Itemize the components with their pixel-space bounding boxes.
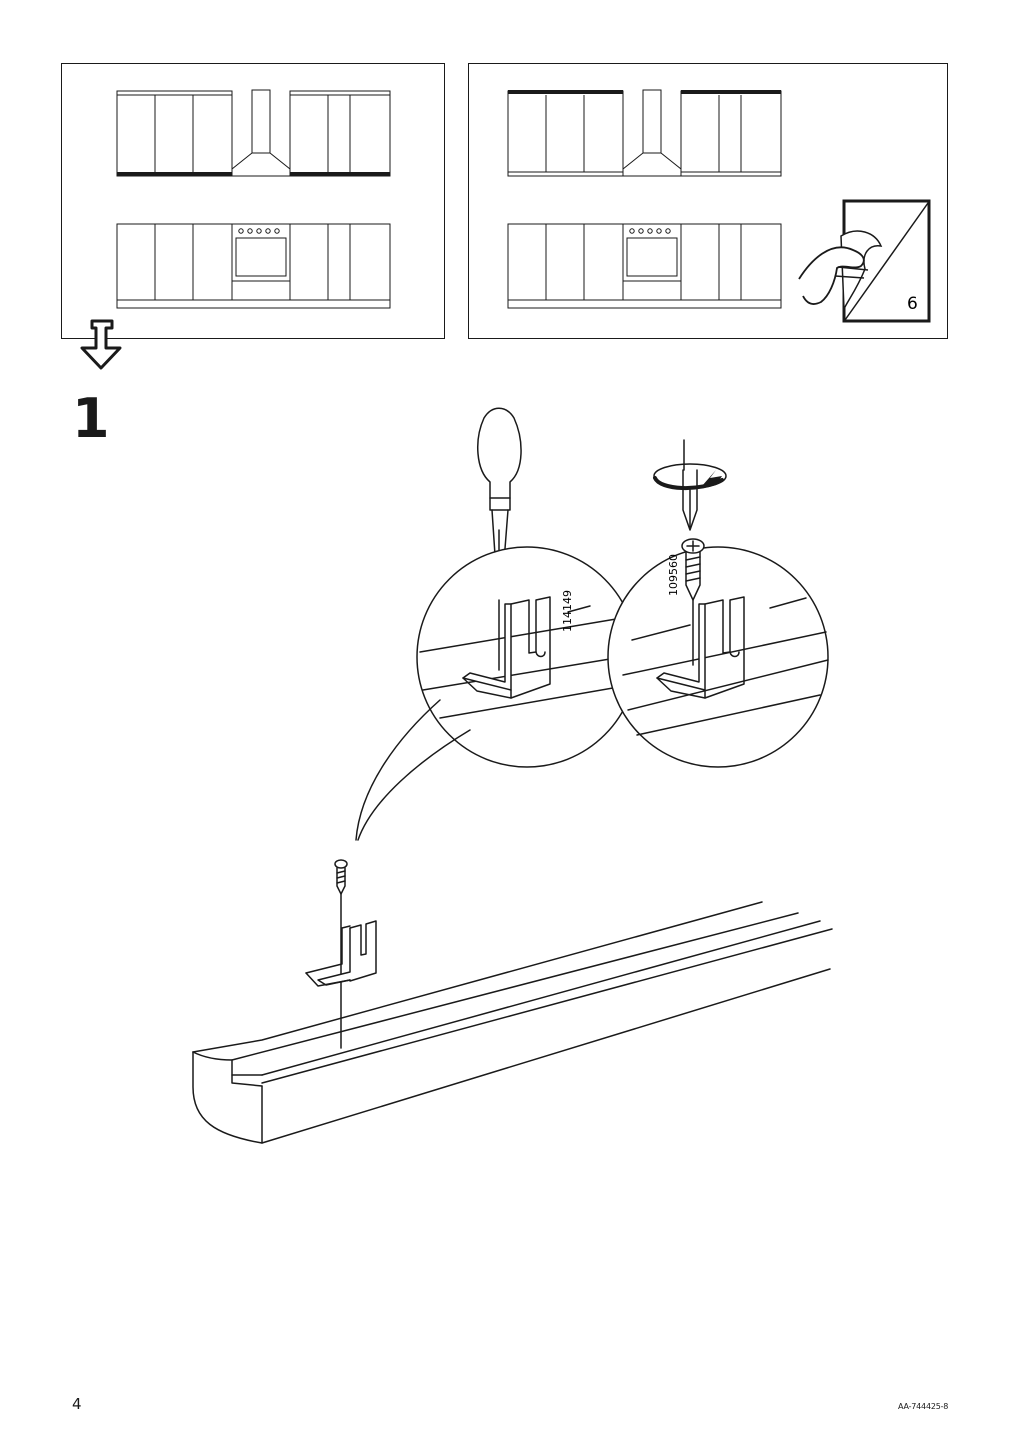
step-number: 1 [72, 387, 110, 450]
sheet-number: 6 [907, 294, 918, 314]
trim-profile [192, 901, 833, 1144]
screw-icon [681, 538, 705, 601]
bracket-part-code: 114149 [561, 590, 574, 632]
down-arrow-icon [80, 319, 122, 370]
screw-icon [334, 859, 348, 895]
rotate-arrow-icon [653, 463, 727, 491]
page-number: 4 [72, 1395, 82, 1413]
screw-part-code: 109560 [667, 554, 680, 596]
bracket-icon [462, 596, 551, 699]
hand-peel-sheet-icon: 6 [798, 199, 931, 323]
overview-panel-top-trim: 6 [468, 63, 948, 339]
document-code: AA-744425-8 [898, 1402, 949, 1411]
overview-panel-bottom-trim [61, 63, 445, 339]
kitchen-illustration-bottom [116, 89, 391, 309]
bracket-icon [656, 596, 745, 699]
bracket-icon [305, 920, 377, 987]
kitchen-illustration-top: 6 [507, 89, 931, 323]
